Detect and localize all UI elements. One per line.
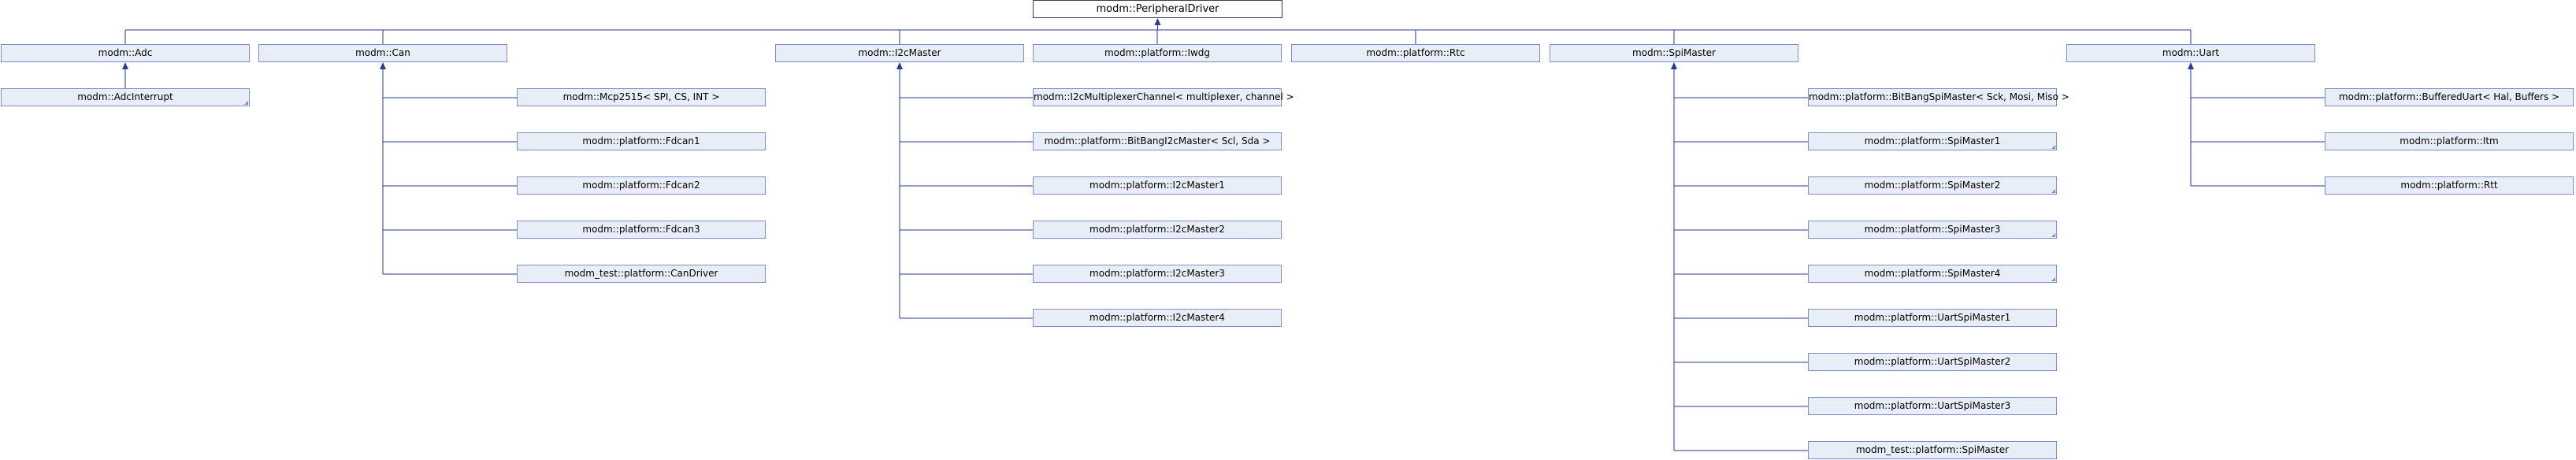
derived-class-node[interactable]: modm::platform::UartSpiMaster1 bbox=[1808, 309, 2057, 327]
derived-class-node[interactable]: modm::platform::BitBangI2cMaster< Scl, S… bbox=[1033, 132, 1282, 150]
class-name: modm::PeripheralDriver bbox=[1096, 3, 1219, 15]
base-class-node-can[interactable]: modm::Can bbox=[258, 44, 507, 62]
derived-class-node[interactable]: modm_test::platform::SpiMaster bbox=[1808, 441, 2057, 459]
derived-class-node[interactable]: modm::platform::I2cMaster3 bbox=[1033, 265, 1282, 283]
class-name: modm::I2cMaster bbox=[858, 47, 941, 58]
derived-class-node[interactable]: modm::platform::UartSpiMaster3 bbox=[1808, 397, 2057, 415]
base-class-node-iwdg[interactable]: modm::platform::Iwdg bbox=[1033, 44, 1282, 62]
class-name: modm::platform::SpiMaster1 bbox=[1864, 135, 2001, 147]
class-name: modm::platform::BitBangSpiMaster< Sck, M… bbox=[1809, 91, 2069, 102]
class-name: modm::AdcInterrupt bbox=[77, 91, 173, 102]
inheritance-arrow-icon bbox=[2188, 62, 2194, 69]
inheritance-arrow-icon bbox=[1671, 62, 1677, 69]
derived-class-node[interactable]: modm::platform::SpiMaster1 bbox=[1808, 132, 2057, 150]
collapsed-marker-icon bbox=[2051, 189, 2055, 193]
class-name: modm::Uart bbox=[2162, 47, 2220, 58]
class-name: modm::I2cMultiplexerChannel< multiplexer… bbox=[1034, 91, 1294, 102]
class-name: modm::platform::UartSpiMaster1 bbox=[1854, 312, 2011, 323]
class-name: modm::platform::Iwdg bbox=[1104, 47, 1211, 58]
class-name: modm::platform::Rtc bbox=[1366, 47, 1465, 58]
class-name: modm::platform::SpiMaster4 bbox=[1864, 268, 2001, 279]
base-class-node-spi[interactable]: modm::SpiMaster bbox=[1550, 44, 1798, 62]
class-name: modm::platform::BitBangI2cMaster< Scl, S… bbox=[1044, 135, 1271, 147]
class-name: modm::Adc bbox=[98, 47, 153, 58]
inheritance-arrow-icon bbox=[122, 62, 128, 69]
base-class-node-rtc[interactable]: modm::platform::Rtc bbox=[1291, 44, 1540, 62]
derived-class-node[interactable]: modm::platform::UartSpiMaster2 bbox=[1808, 353, 2057, 371]
derived-class-node[interactable]: modm::platform::I2cMaster2 bbox=[1033, 221, 1282, 239]
inheritance-arrow-icon bbox=[380, 62, 386, 69]
derived-class-node[interactable]: modm::platform::SpiMaster4 bbox=[1808, 265, 2057, 283]
collapsed-marker-icon bbox=[244, 101, 248, 105]
class-name: modm_test::platform::SpiMaster bbox=[1855, 444, 2010, 455]
class-name: modm::platform::Itm bbox=[2400, 135, 2499, 147]
class-name: modm::platform::Fdcan3 bbox=[582, 224, 700, 235]
derived-class-node[interactable]: modm::platform::I2cMaster1 bbox=[1033, 176, 1282, 195]
inheritance-arrow-icon bbox=[896, 62, 903, 69]
derived-class-node[interactable]: modm::platform::Rtt bbox=[2325, 176, 2574, 195]
derived-class-node[interactable]: modm::I2cMultiplexerChannel< multiplexer… bbox=[1033, 88, 1294, 106]
class-name: modm::SpiMaster bbox=[1632, 47, 1716, 58]
derived-class-node[interactable]: modm::Mcp2515< SPI, CS, INT > bbox=[517, 88, 766, 106]
class-name: modm::Mcp2515< SPI, CS, INT > bbox=[562, 91, 720, 102]
collapsed-marker-icon bbox=[2051, 233, 2055, 237]
class-name: modm::platform::I2cMaster1 bbox=[1089, 180, 1225, 191]
class-name: modm::Can bbox=[355, 47, 410, 58]
derived-class-node[interactable]: modm_test::platform::CanDriver bbox=[517, 265, 766, 283]
base-class-node-i2c[interactable]: modm::I2cMaster bbox=[775, 44, 1024, 62]
class-name: modm::platform::UartSpiMaster3 bbox=[1854, 400, 2011, 411]
inheritance-arrow-icon bbox=[1154, 18, 1161, 25]
derived-class-node[interactable]: modm::platform::SpiMaster2 bbox=[1808, 176, 2057, 195]
derived-class-node[interactable]: modm::platform::Itm bbox=[2325, 132, 2574, 150]
derived-class-node[interactable]: modm::platform::Fdcan2 bbox=[517, 176, 766, 195]
class-name: modm::platform::BufferedUart< Hal, Buffe… bbox=[2338, 91, 2560, 102]
derived-class-node[interactable]: modm::platform::BitBangSpiMaster< Sck, M… bbox=[1808, 88, 2069, 106]
collapsed-marker-icon bbox=[2051, 145, 2055, 149]
class-name: modm::platform::I2cMaster3 bbox=[1089, 268, 1225, 279]
derived-class-node[interactable]: modm::platform::Fdcan1 bbox=[517, 132, 766, 150]
class-name: modm_test::platform::CanDriver bbox=[564, 268, 718, 279]
derived-class-node[interactable]: modm::platform::SpiMaster3 bbox=[1808, 221, 2057, 239]
class-name: modm::platform::Rtt bbox=[2400, 180, 2498, 191]
class-name: modm::platform::UartSpiMaster2 bbox=[1854, 356, 2011, 367]
collapsed-marker-icon bbox=[2051, 277, 2055, 281]
derived-class-node[interactable]: modm::platform::I2cMaster4 bbox=[1033, 309, 1282, 327]
derived-class-node[interactable]: modm::AdcInterrupt bbox=[1, 88, 250, 106]
base-class-node-uart[interactable]: modm::Uart bbox=[2066, 44, 2315, 62]
derived-class-node[interactable]: modm::platform::BufferedUart< Hal, Buffe… bbox=[2325, 88, 2574, 106]
class-name: modm::platform::Fdcan1 bbox=[582, 135, 700, 147]
class-name: modm::platform::SpiMaster2 bbox=[1864, 180, 2001, 191]
class-name: modm::platform::SpiMaster3 bbox=[1864, 224, 2001, 235]
base-class-node-adc[interactable]: modm::Adc bbox=[1, 44, 250, 62]
root-class-node[interactable]: modm::PeripheralDriver bbox=[1033, 0, 1282, 18]
class-name: modm::platform::I2cMaster2 bbox=[1089, 224, 1225, 235]
class-name: modm::platform::I2cMaster4 bbox=[1089, 312, 1225, 323]
derived-class-node[interactable]: modm::platform::Fdcan3 bbox=[517, 221, 766, 239]
class-name: modm::platform::Fdcan2 bbox=[582, 180, 700, 191]
